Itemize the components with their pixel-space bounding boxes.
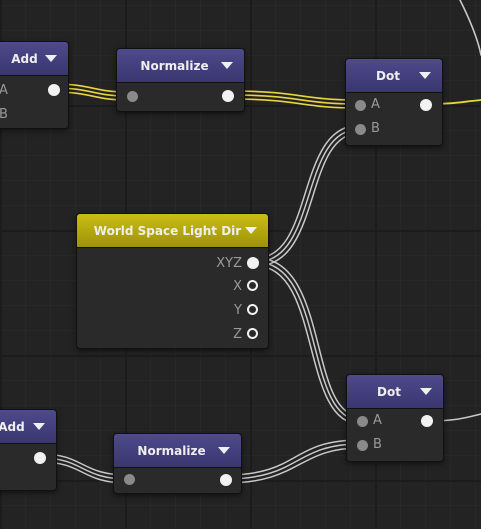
- chevron-down-icon[interactable]: [419, 72, 431, 79]
- wire-light-to-dot-top[interactable]: [255, 124, 361, 267]
- output-port[interactable]: [421, 415, 433, 427]
- input-port-a[interactable]: [355, 100, 366, 111]
- add-node-bottom-title: Add: [0, 419, 25, 434]
- dot-node-bottom-title: Dot: [377, 384, 401, 399]
- port-label-x: X: [233, 279, 242, 294]
- port-label-b: B: [371, 121, 380, 136]
- chevron-down-icon[interactable]: [221, 62, 233, 69]
- input-port-b[interactable]: [357, 440, 368, 451]
- normalize-node-bottom-title: Normalize: [137, 443, 206, 458]
- output-port[interactable]: [34, 452, 46, 464]
- chevron-down-icon[interactable]: [420, 388, 432, 395]
- port-label-y: Y: [234, 303, 242, 318]
- add-node-top-header[interactable]: Add: [0, 42, 68, 76]
- input-port-b[interactable]: [355, 124, 366, 135]
- output-port[interactable]: [220, 474, 232, 486]
- output-port-x[interactable]: [247, 280, 258, 291]
- port-label-z: Z: [233, 327, 242, 342]
- port-label-xyz: XYZ: [216, 256, 242, 271]
- chevron-down-icon[interactable]: [218, 447, 230, 454]
- wire-light-to-dot-bottom[interactable]: [255, 257, 361, 425]
- add-node-top[interactable]: Add A B: [0, 41, 69, 129]
- normalize-node-top[interactable]: Normalize: [116, 48, 245, 112]
- dot-node-bottom[interactable]: Dot A B: [346, 374, 444, 462]
- output-port-xyz[interactable]: [247, 257, 259, 269]
- light-dir-node-title: World Space Light Dir: [93, 223, 242, 238]
- dot-node-top-header[interactable]: Dot: [346, 59, 442, 93]
- output-port-z[interactable]: [247, 328, 258, 339]
- port-label-a: A: [373, 413, 382, 428]
- dot-node-top-title: Dot: [376, 68, 400, 83]
- normalize-node-top-header[interactable]: Normalize: [117, 49, 244, 83]
- port-label-a: A: [0, 83, 8, 98]
- port-label-a: A: [371, 97, 380, 112]
- normalize-node-bottom-header[interactable]: Normalize: [114, 434, 241, 468]
- port-label-b: B: [0, 107, 8, 122]
- add-node-bottom-header[interactable]: Add: [0, 410, 56, 444]
- add-node-top-title: Add: [11, 51, 38, 66]
- chevron-down-icon[interactable]: [245, 227, 257, 234]
- input-port-a[interactable]: [357, 416, 368, 427]
- add-node-bottom[interactable]: Add: [0, 409, 57, 491]
- wire-normalize-to-dot-top[interactable]: [230, 90, 359, 109]
- chevron-down-icon[interactable]: [33, 423, 45, 430]
- output-port[interactable]: [420, 99, 432, 111]
- output-port[interactable]: [222, 90, 234, 102]
- output-port-y[interactable]: [247, 304, 258, 315]
- input-port[interactable]: [124, 474, 135, 485]
- port-label-b: B: [373, 437, 382, 452]
- normalize-node-top-title: Normalize: [140, 58, 209, 73]
- wire-offscreen-top-right[interactable]: [459, 0, 481, 56]
- world-space-light-dir-node[interactable]: World Space Light Dir XYZ X Y Z: [76, 213, 269, 349]
- chevron-down-icon[interactable]: [45, 55, 57, 62]
- input-port[interactable]: [127, 91, 138, 102]
- wire-normalize-to-dot-bottom[interactable]: [225, 439, 361, 484]
- normalize-node-bottom[interactable]: Normalize: [113, 433, 242, 494]
- dot-node-top[interactable]: Dot A B: [345, 58, 443, 146]
- output-port[interactable]: [48, 84, 60, 96]
- dot-node-bottom-header[interactable]: Dot: [347, 375, 443, 409]
- light-dir-node-header[interactable]: World Space Light Dir: [77, 214, 268, 248]
